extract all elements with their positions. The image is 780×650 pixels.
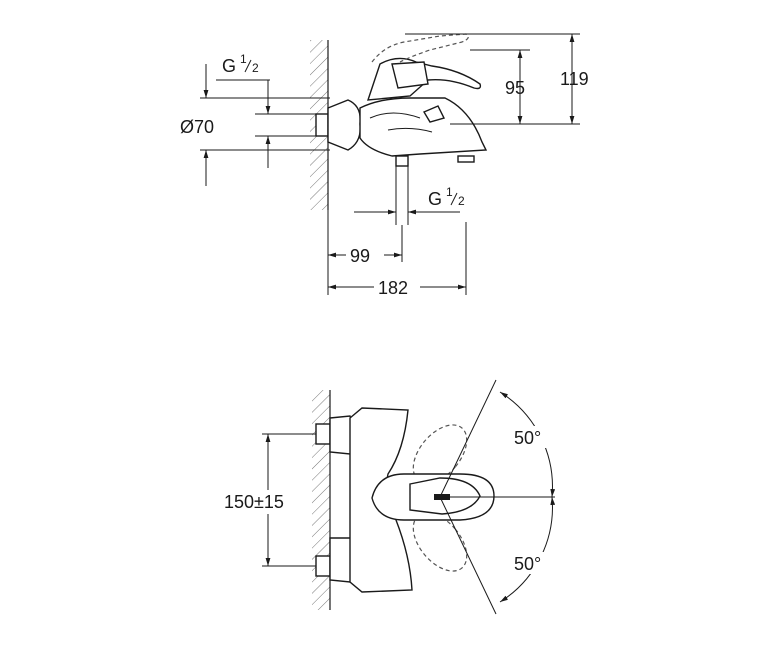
thread-label-left: G 1 2 xyxy=(222,52,259,76)
angle-bottom: 50° xyxy=(514,554,541,574)
dim-height-lever: 95 xyxy=(505,78,525,98)
side-view: 119 95 Ø70 G 1 2 G 1 2 xyxy=(180,33,589,298)
diverter-knob xyxy=(457,155,475,163)
svg-text:2: 2 xyxy=(458,194,465,208)
svg-text:2: 2 xyxy=(252,61,259,75)
svg-text:G: G xyxy=(428,189,442,209)
dim-diameter: Ø70 xyxy=(180,117,214,137)
connection-bottom xyxy=(315,555,331,577)
dim-centers: 150±15 xyxy=(224,492,284,512)
front-view: 50° 50° 150±15 xyxy=(222,379,556,615)
faucet-body-detail-2 xyxy=(387,127,433,133)
faucet-body-side xyxy=(359,97,488,157)
dim-length-total: 182 xyxy=(378,278,408,298)
connection-top xyxy=(315,423,331,445)
dim-length-outlet: 99 xyxy=(350,246,370,266)
lever-cap xyxy=(391,61,429,89)
svg-text:G: G xyxy=(222,56,236,76)
thread-label-bottom: G 1 2 xyxy=(428,185,465,209)
svg-text:1: 1 xyxy=(240,52,247,66)
wall-nut xyxy=(315,113,329,137)
lever-alt-position xyxy=(371,33,469,63)
lever-small xyxy=(422,105,446,123)
outlet-bottom xyxy=(395,155,409,167)
angle-top: 50° xyxy=(514,428,541,448)
wall-hatch-bottom xyxy=(312,390,330,610)
dim-height-total: 119 xyxy=(560,69,589,89)
faucet-body-detail xyxy=(369,112,421,119)
svg-text:1: 1 xyxy=(446,185,453,199)
escutcheon xyxy=(327,99,361,151)
